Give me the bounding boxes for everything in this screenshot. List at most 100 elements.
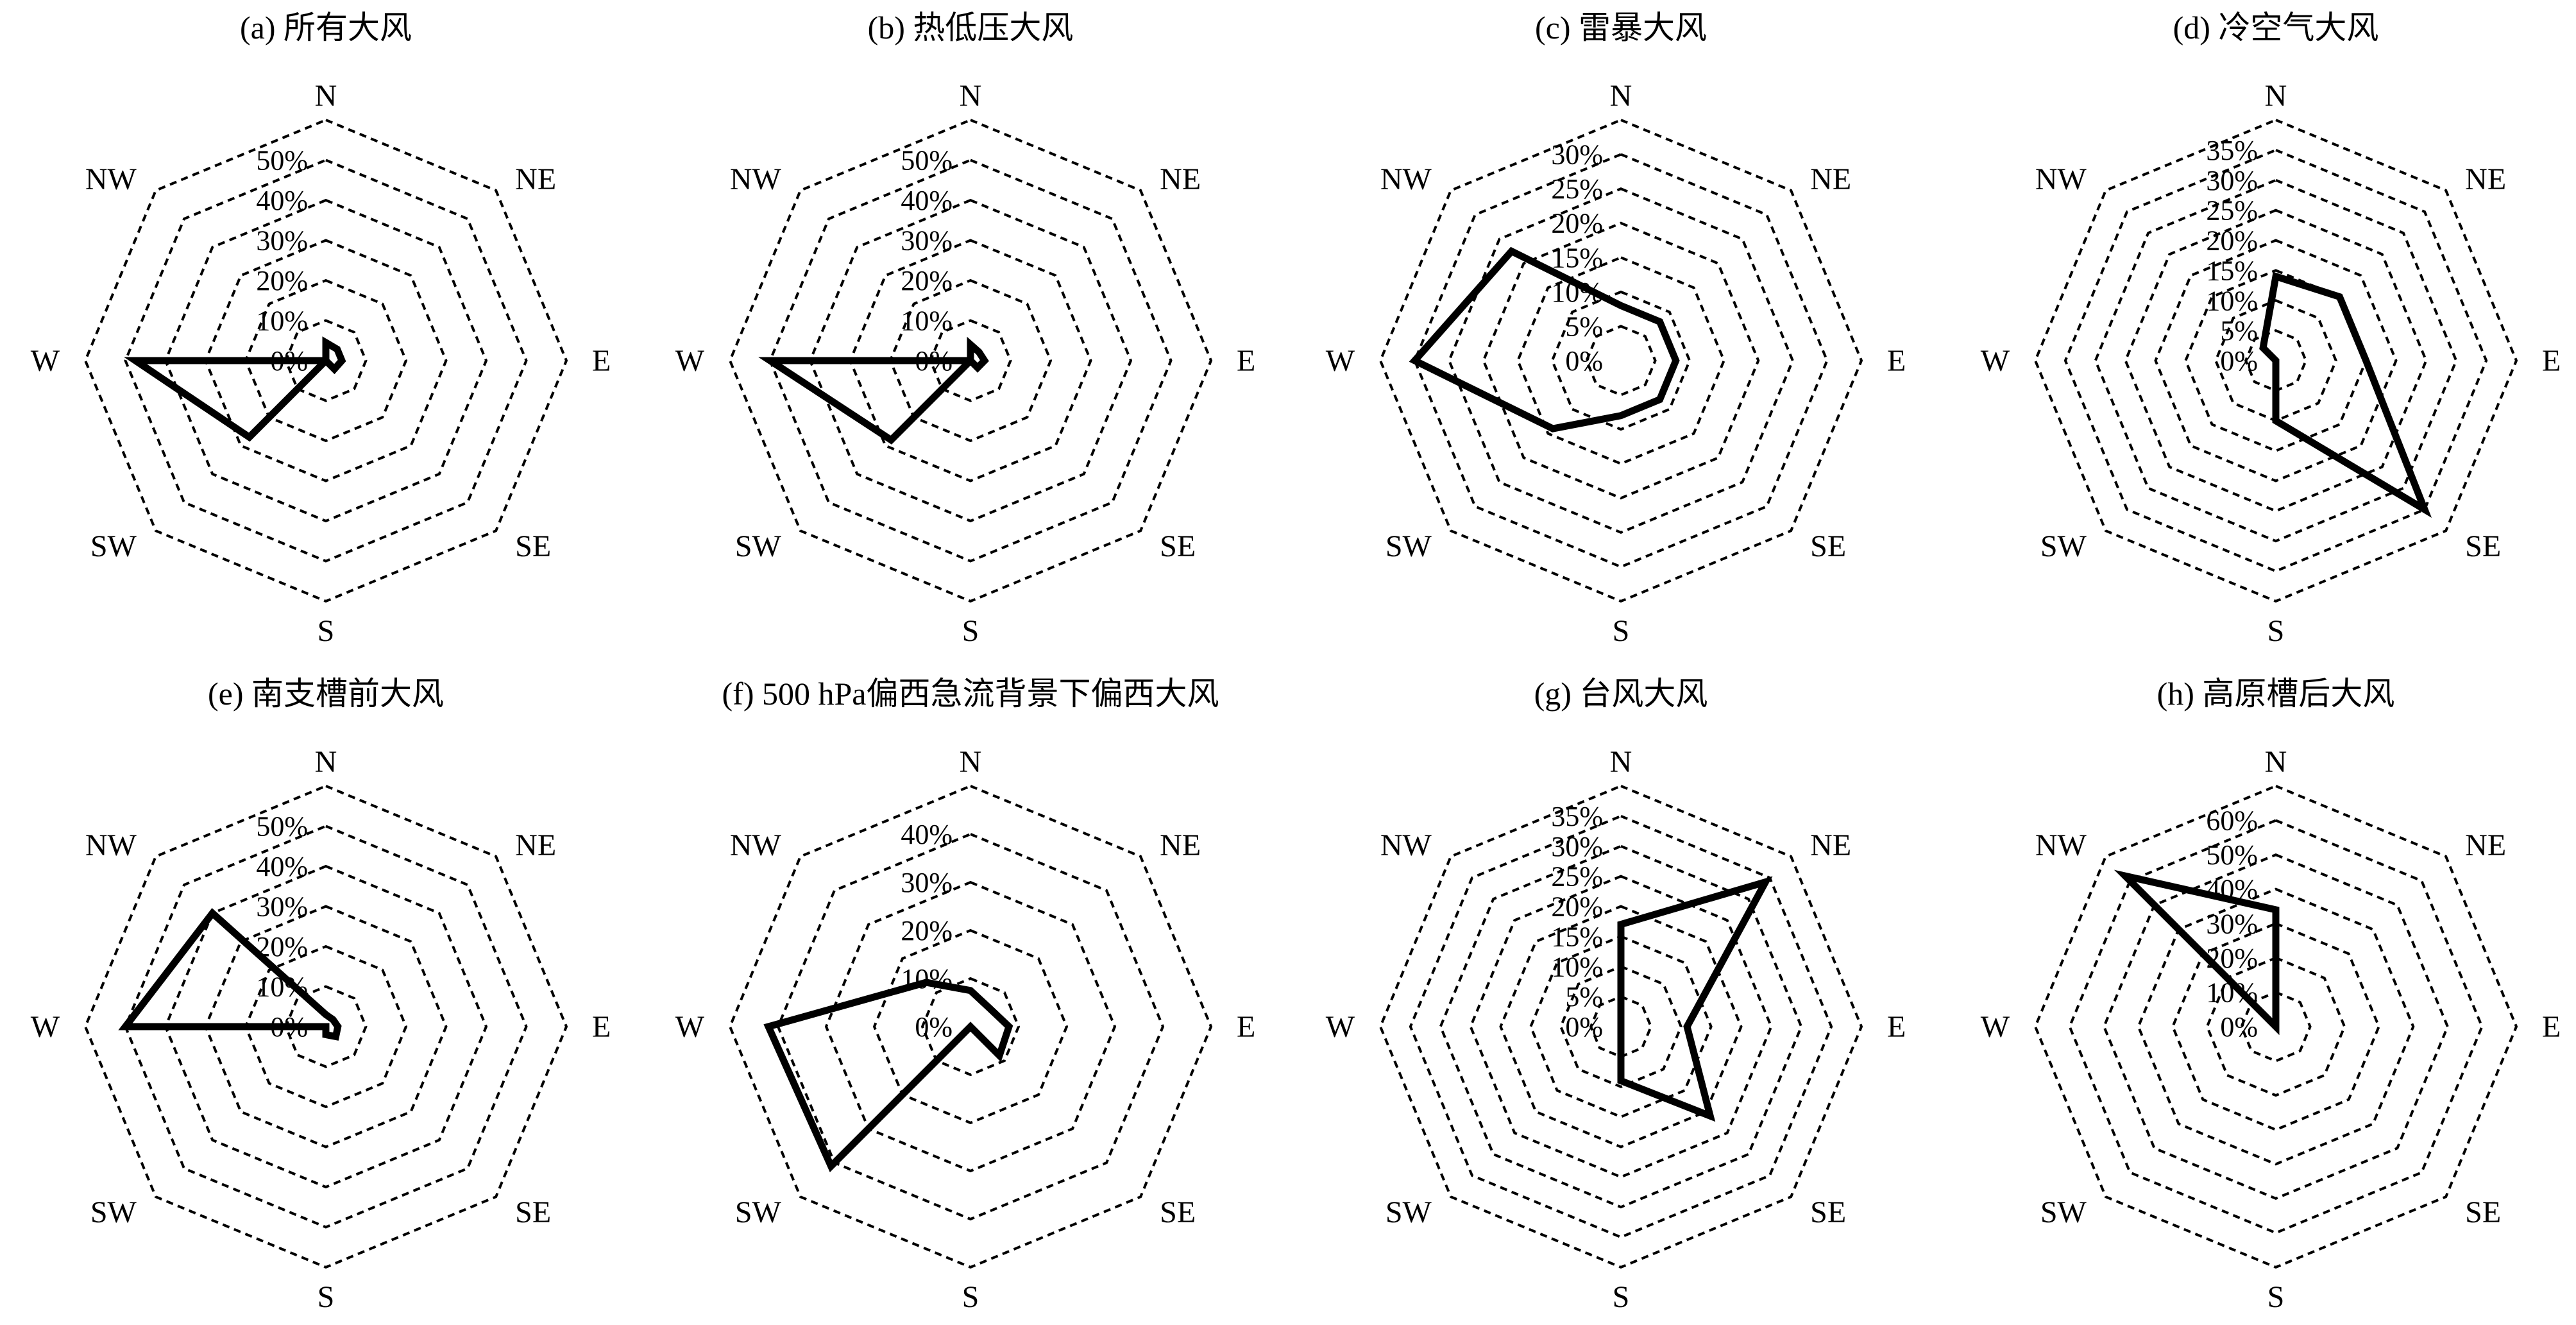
direction-label: E — [1237, 344, 1255, 378]
direction-label: W — [31, 344, 60, 378]
grid-ring — [2068, 819, 2484, 1235]
direction-label: SE — [1160, 529, 1196, 563]
direction-label: W — [31, 1010, 60, 1044]
grid-ring — [1516, 256, 1725, 465]
direction-label: S — [2267, 1280, 2285, 1314]
direction-label: SE — [2465, 529, 2501, 563]
series-line — [2114, 869, 2280, 1036]
tick-label: 25% — [1551, 173, 1603, 205]
direction-label: SE — [515, 529, 551, 563]
tick-label: 10% — [2206, 285, 2258, 316]
tick-label: 30% — [256, 891, 308, 923]
direction-label: E — [1237, 1010, 1255, 1044]
series-line — [1409, 246, 1680, 432]
grid-ring — [204, 905, 448, 1149]
grid-ring — [2033, 784, 2518, 1269]
direction-label: NW — [730, 828, 782, 862]
panel-title: (g) 台风大风 — [1534, 676, 1708, 712]
tick-label: 30% — [256, 225, 308, 257]
grid-ring — [2240, 991, 2312, 1063]
series-line — [2259, 271, 2432, 518]
direction-label: N — [2265, 79, 2287, 113]
panel-title: (b) 热低压大风 — [868, 10, 1074, 46]
direction-label: S — [1613, 1280, 1630, 1314]
grid-ring — [1439, 844, 1803, 1209]
grid-ring — [2063, 148, 2488, 573]
tick-label: 5% — [1565, 311, 1603, 342]
tick-label: 0% — [1565, 345, 1603, 377]
grid-ring — [284, 319, 368, 402]
radar-panel: (g) 台风大风NNEESESSWWNW0%5%10%15%20%25%30%3… — [1326, 676, 1906, 1314]
tick-label: 35% — [2206, 135, 2258, 166]
direction-label: SE — [1160, 1195, 1196, 1229]
direction-label: NW — [2035, 828, 2087, 862]
tick-label: 40% — [2206, 874, 2258, 905]
grid-ring — [164, 864, 488, 1189]
direction-label: N — [315, 79, 337, 113]
grid-ring — [1413, 153, 1829, 568]
direction-label: S — [318, 1280, 335, 1314]
direction-label: E — [1887, 344, 1906, 378]
direction-label: SE — [2465, 1195, 2501, 1229]
tick-label: 30% — [1551, 139, 1603, 171]
tick-label: 20% — [1551, 208, 1603, 239]
direction-label: NW — [730, 162, 782, 196]
direction-label: W — [675, 1010, 705, 1044]
direction-label: N — [960, 745, 982, 779]
series-line — [124, 336, 346, 442]
tick-label: 20% — [256, 265, 308, 296]
direction-label: W — [1981, 1010, 2010, 1044]
direction-label: E — [592, 1010, 611, 1044]
grid-ring — [776, 832, 1165, 1221]
tick-label: 10% — [256, 305, 308, 337]
tick-label: 15% — [1551, 921, 1603, 952]
grid-ring — [872, 928, 1069, 1125]
grid-ring — [284, 985, 368, 1068]
panel-title: (f) 500 hPa偏西急流背景下偏西大风 — [722, 676, 1219, 712]
direction-label: W — [1326, 1010, 1355, 1044]
grid-ring — [244, 945, 408, 1109]
tick-label: 40% — [256, 851, 308, 882]
tick-label: 0% — [915, 345, 953, 377]
direction-label: SW — [735, 529, 782, 563]
grid-ring — [124, 158, 528, 563]
tick-label: 20% — [901, 915, 953, 946]
tick-label: 50% — [256, 145, 308, 176]
direction-label: E — [1887, 1010, 1906, 1044]
grid-ring — [849, 239, 1092, 483]
tick-label: 20% — [2206, 225, 2258, 257]
tick-label: 30% — [901, 867, 953, 898]
tick-label: 0% — [2220, 345, 2258, 377]
grid-ring — [2033, 118, 2518, 603]
tick-label: 50% — [2206, 839, 2258, 871]
panel-title: (e) 南支槽前大风 — [208, 676, 444, 712]
grid-ring — [2154, 239, 2398, 483]
tick-label: 0% — [270, 345, 308, 377]
radar-panel: (h) 高原槽后大风NNEESESSWWNW0%10%20%30%40%50%6… — [1981, 676, 2561, 1314]
grid-ring — [2205, 956, 2346, 1097]
grid-ring — [244, 278, 408, 443]
tick-label: 40% — [901, 185, 953, 216]
grid-ring — [768, 158, 1173, 563]
tick-label: 20% — [901, 265, 953, 296]
direction-label: NE — [1160, 828, 1201, 862]
tick-label: 15% — [1551, 242, 1603, 273]
grid-ring — [728, 118, 1213, 603]
tick-label: 20% — [1551, 891, 1603, 923]
tick-label: 5% — [2220, 315, 2258, 346]
tick-label: 10% — [901, 305, 953, 337]
panel-title: (a) 所有大风 — [240, 10, 412, 46]
tick-label: 25% — [1551, 861, 1603, 893]
tick-label: 30% — [2206, 908, 2258, 939]
tick-label: 10% — [2206, 977, 2258, 1008]
grid-ring — [2094, 178, 2458, 543]
tick-label: 0% — [1565, 1011, 1603, 1043]
tick-label: 0% — [2220, 1011, 2258, 1043]
direction-label: SW — [735, 1195, 782, 1229]
tick-label: 10% — [1551, 951, 1603, 982]
tick-label: 20% — [256, 931, 308, 962]
tick-label: 60% — [2206, 805, 2258, 837]
